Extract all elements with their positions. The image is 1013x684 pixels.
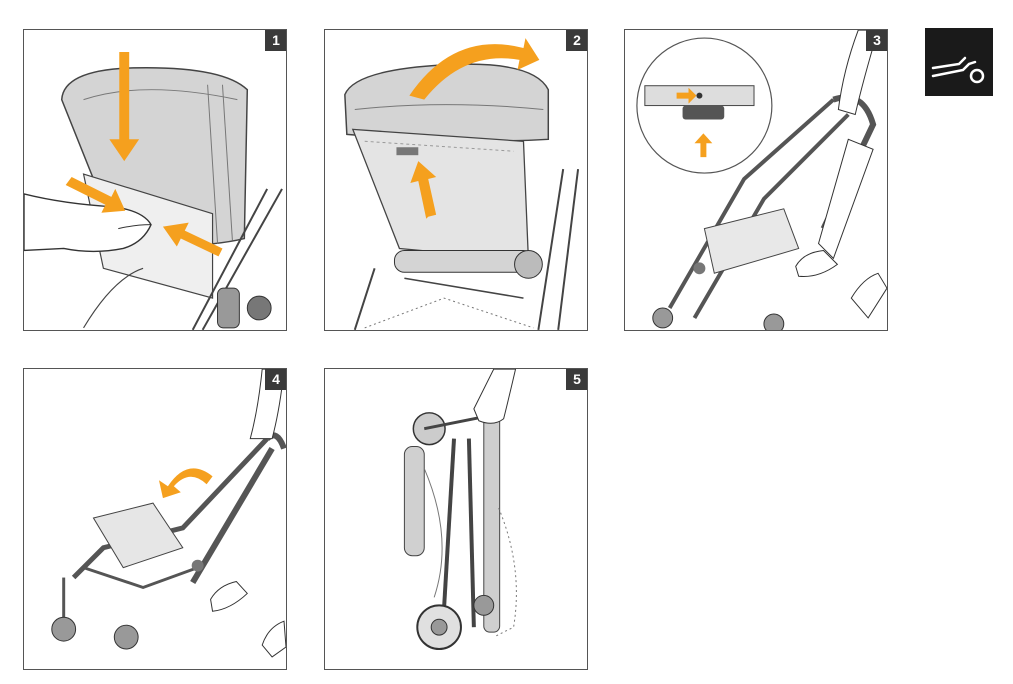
step-2-illustration xyxy=(344,38,580,330)
step-3-illustration xyxy=(636,30,887,330)
arrow-icon xyxy=(409,38,540,219)
step-1-illustration xyxy=(24,51,283,330)
step-number-badge: 4 xyxy=(265,369,286,390)
step-number-badge: 5 xyxy=(566,369,587,390)
step-panel-5: 5 xyxy=(324,368,588,670)
step-number-badge: 3 xyxy=(866,30,887,51)
step-4-illustration xyxy=(51,369,286,658)
step-panel-3: 3 xyxy=(624,29,888,331)
arrow-icon xyxy=(676,87,713,158)
step-5-illustration xyxy=(403,369,517,651)
arrow-icon xyxy=(65,51,223,257)
rotate-arrow-icon xyxy=(158,468,213,499)
stroller-fold-icon xyxy=(931,56,985,84)
step-number-badge: 1 xyxy=(265,30,286,51)
brand-logo-box xyxy=(925,28,993,96)
step-panel-2: 2 xyxy=(324,29,588,331)
step-panel-4: 4 xyxy=(23,368,287,670)
step-number-badge: 2 xyxy=(566,30,587,51)
step-panel-1: 1 xyxy=(23,29,287,331)
